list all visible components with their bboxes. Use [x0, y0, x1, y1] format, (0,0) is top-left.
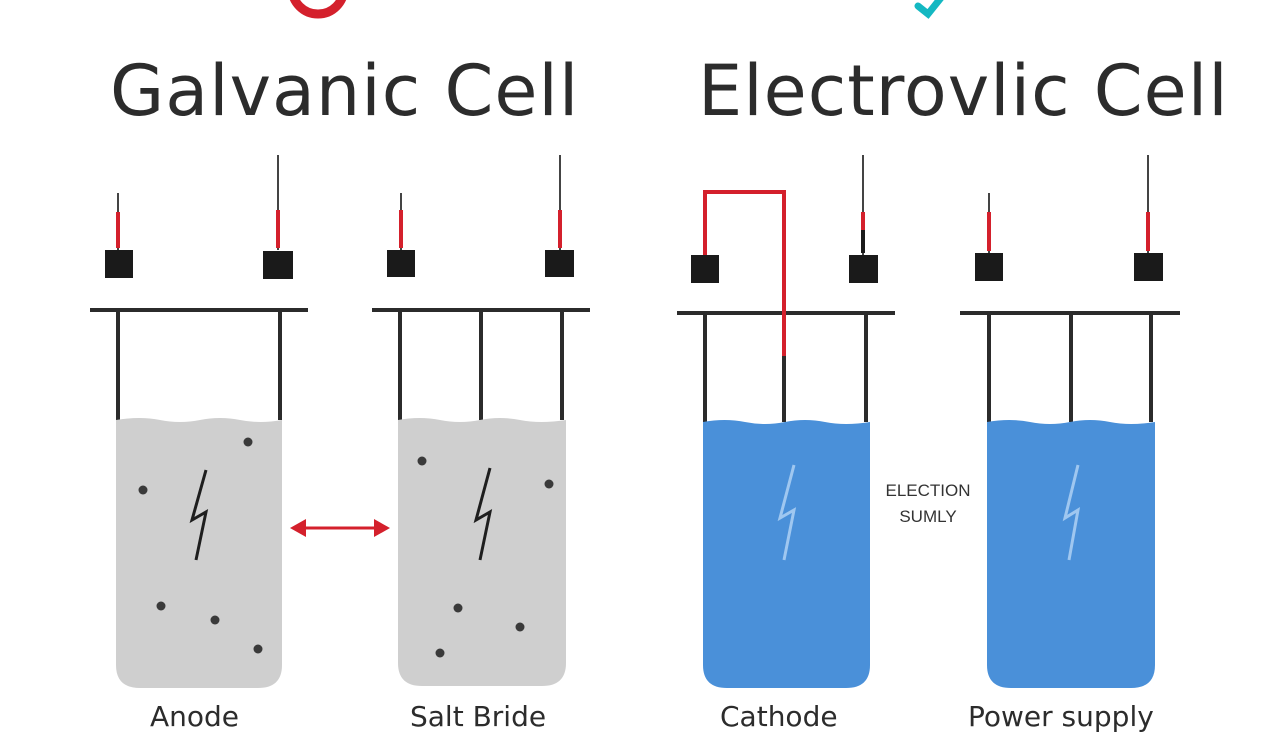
gray-solution: [116, 418, 282, 688]
electrode-terminal: [105, 250, 133, 278]
cathode-cell: [677, 155, 895, 688]
anode-cell: [90, 155, 308, 688]
check-mark-icon: [914, 0, 944, 19]
salt-bridge-caption: Salt Bride: [410, 700, 547, 733]
power-supply-cell: [960, 155, 1180, 688]
electrode-terminal: [263, 251, 293, 279]
side-label-bottom: SUMLY: [899, 507, 957, 526]
electrode-terminal: [545, 250, 574, 277]
cathode-caption: Cathode: [720, 700, 838, 733]
side-label-top: ELECTION: [885, 481, 971, 500]
power-supply-caption: Power supply: [968, 700, 1154, 733]
galvanic-cell-title: Galvanic Cell: [110, 50, 580, 132]
electrolytic-cell-title: Electrovlic Cell: [698, 50, 1229, 132]
electrode-terminal: [849, 255, 878, 283]
electrode-terminal: [691, 255, 719, 283]
red-ring-icon: [289, 0, 347, 19]
electrode-terminal: [975, 253, 1003, 281]
anode-caption: Anode: [150, 700, 240, 733]
electrode-terminal: [1134, 253, 1163, 281]
salt-bridge-cell: [372, 155, 590, 686]
double-arrow: [290, 519, 390, 537]
electrode-terminal: [387, 250, 415, 277]
red-wire: [703, 190, 786, 356]
